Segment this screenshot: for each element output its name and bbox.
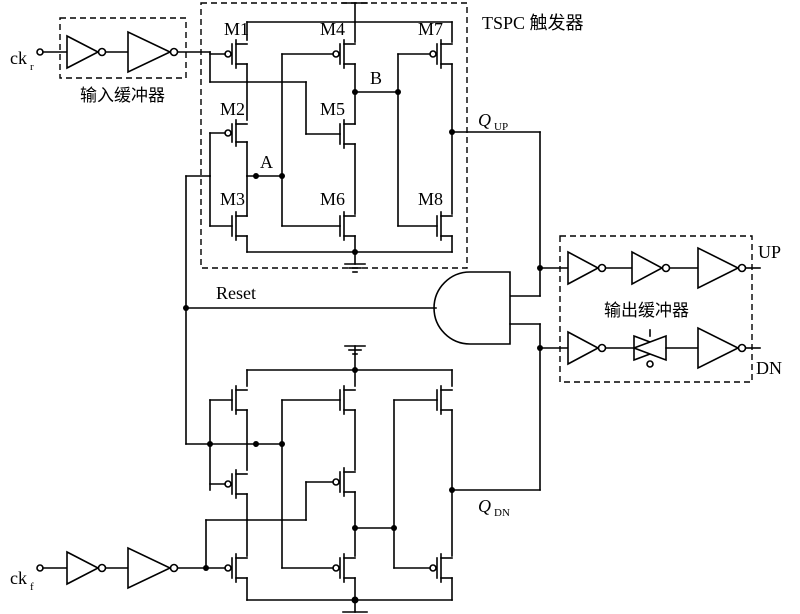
q-up-label: Q (478, 110, 491, 130)
dn-label: DN (756, 358, 782, 378)
input-buffer-label: 输入缓冲器 (80, 86, 165, 106)
input-buffer-box (59, 17, 187, 79)
dn-buffer (567, 326, 761, 370)
q-dn-subscript: DN (494, 507, 510, 519)
tspc-title: TSPC 触发器 (482, 13, 584, 33)
transistor-label-m3: M3 (220, 189, 245, 209)
transistor-label-m5: M5 (320, 99, 345, 119)
transistor-label-m8: M8 (418, 189, 443, 209)
transistor-label-m6: M6 (320, 189, 345, 209)
ck-f-label: ck (10, 568, 27, 588)
up-label: UP (758, 242, 781, 262)
tspc-lower (185, 345, 453, 613)
ck-f-subscript: f (30, 581, 34, 593)
and-gate (433, 271, 511, 345)
node-a-label: A (260, 152, 273, 172)
reset-label: Reset (216, 283, 256, 303)
output-buffer-box (559, 235, 753, 383)
ck-r-subscript: r (30, 61, 34, 73)
up-buffer (567, 246, 761, 290)
ck-r-label: ck (10, 48, 27, 68)
node-b-label: B (370, 68, 382, 88)
transistor-label-m7: M7 (418, 19, 443, 39)
q-up-subscript: UP (494, 121, 508, 133)
ck-f-input (36, 546, 209, 590)
ck-r-input (36, 30, 211, 74)
transistor-label-m1: M1 (224, 19, 249, 39)
tspc-box (200, 2, 468, 269)
tspc-upper (209, 2, 455, 273)
transistor-label-m2: M2 (220, 99, 245, 119)
transistor-label-m4: M4 (320, 19, 345, 39)
q-dn-label: Q (478, 496, 491, 516)
output-buffer-label: 输出缓冲器 (604, 301, 689, 321)
